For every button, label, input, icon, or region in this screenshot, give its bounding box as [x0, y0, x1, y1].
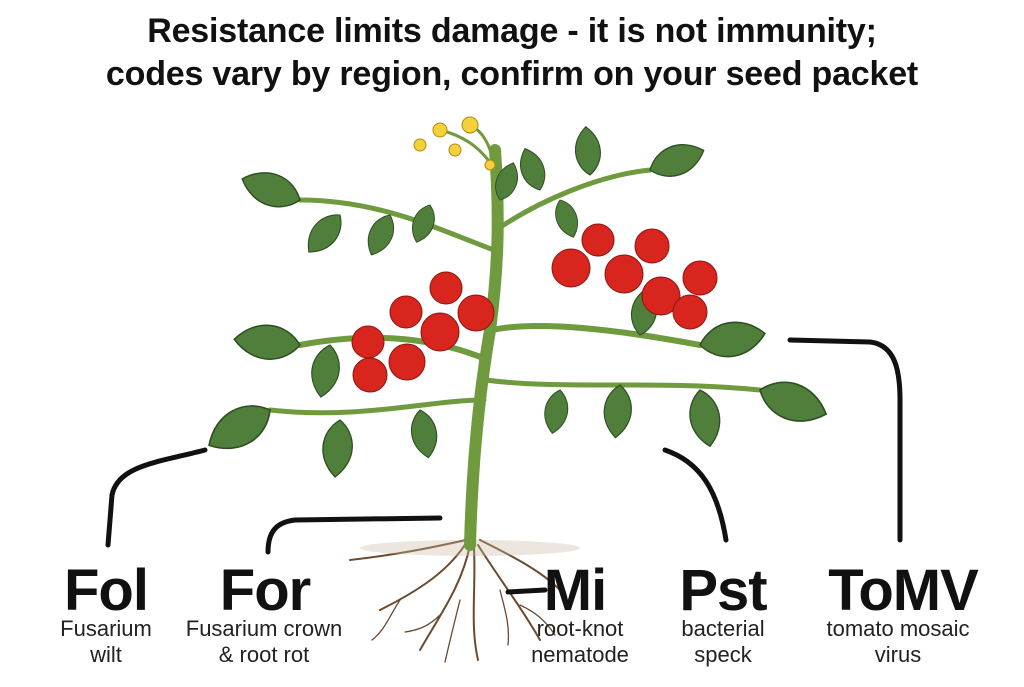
- code-for: For: [219, 558, 311, 623]
- code-pst: Pst: [679, 558, 767, 623]
- leader-line-fol: [105, 447, 208, 548]
- leader-line-pst: [662, 447, 729, 543]
- title-line-1: Resistance limits damage - it is not imm…: [147, 12, 877, 50]
- desc-mi-line-1: root-knot: [536, 616, 624, 641]
- code-mi: Mi: [543, 558, 607, 623]
- desc-fol-line-2: wilt: [90, 642, 122, 667]
- desc-for-line-1: Fusarium crown: [185, 616, 343, 641]
- flowers: [413, 116, 496, 171]
- code-tomv: ToMV: [828, 558, 979, 623]
- desc-mi-line-2: nematode: [531, 642, 629, 667]
- leader-line-for: [265, 515, 443, 555]
- roots: [349, 539, 561, 663]
- desc-pst-line-2: speck: [694, 642, 752, 667]
- desc-for-line-2: & root rot: [218, 642, 310, 667]
- diagram-title: Resistance limits damage - it is not imm…: [0, 10, 1024, 96]
- desc-fol-line-1: Fusarium: [60, 616, 152, 641]
- desc-pst-line-1: bacterial: [681, 616, 765, 641]
- fruits: [351, 223, 718, 393]
- leader-lines: [105, 337, 903, 595]
- leader-line-mi: [505, 587, 548, 595]
- desc-tomv-line-2: virus: [874, 642, 922, 667]
- code-fol: Fol: [64, 558, 149, 623]
- leader-line-tomv: [787, 337, 903, 543]
- stem: [267, 123, 763, 551]
- leaves: [199, 125, 834, 479]
- title-line-2: codes vary by region, confirm on your se…: [105, 55, 919, 93]
- desc-tomv-line-1: tomato mosaic: [826, 616, 970, 641]
